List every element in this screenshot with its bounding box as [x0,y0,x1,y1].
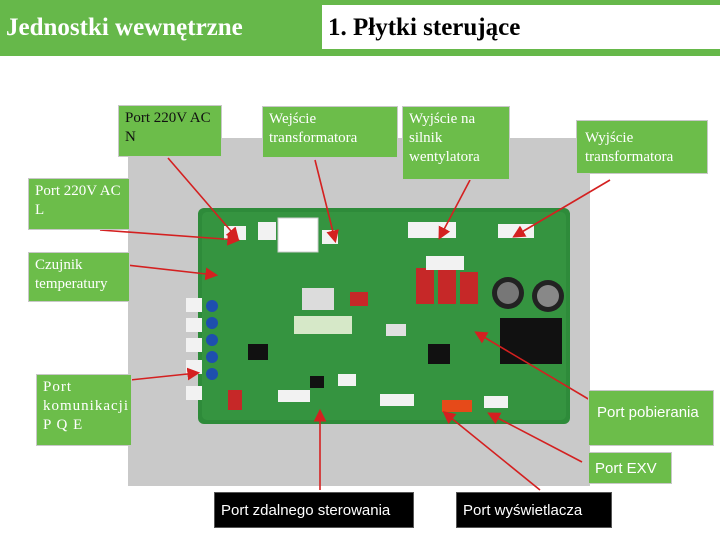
label-wejscie-transformatora: Wejście transformatora [262,106,398,158]
pcb-board [186,208,570,424]
label-wyjscie-silnik: Wyjście na silnik wentylatora [402,106,510,180]
slide-subtitle-box: 1. Płytki sterujące [322,5,720,49]
label-port-220v-l: Port 220V AC L [28,178,130,230]
slide-subtitle: 1. Płytki sterujące [328,14,521,41]
label-port-zdalnego-sterowania: Port zdalnego sterowania [214,492,414,528]
slide-header: Jednostki wewnętrzne 1. Płytki sterujące [0,0,720,56]
label-port-pobierania: Port pobierania [588,390,714,446]
label-wyjscie-transformatora: Wyjście transformatora [576,120,708,174]
label-port-wyswietlacza: Port wyświetlacza [456,492,612,528]
label-czujnik-temperatury: Czujnik temperatury [28,252,130,302]
board-photo [128,138,590,486]
label-port-exv: Port EXV [588,452,672,484]
label-port-komunikacji: Port komunikacji P Q E [36,374,132,446]
slide-title: Jednostki wewnętrzne [6,14,243,41]
label-port-220v-n: Port 220V AC N [118,105,222,157]
